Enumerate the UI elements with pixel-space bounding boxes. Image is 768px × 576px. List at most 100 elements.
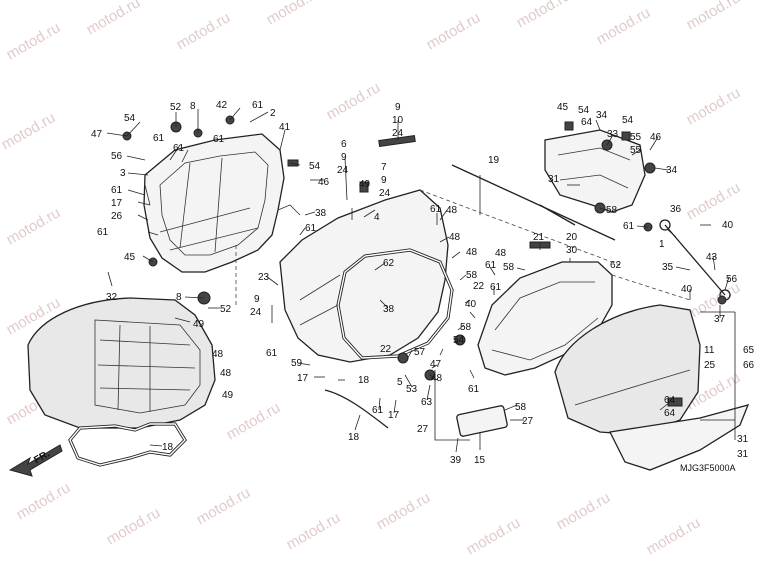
callout-36: 36 [670, 204, 682, 215]
watermark-text: motod.ru [594, 4, 654, 48]
callout-9: 9 [341, 152, 347, 163]
callout-63: 61 [623, 221, 635, 232]
callout-6: 6 [341, 139, 347, 150]
callout-61: 61 [266, 348, 278, 359]
parts-layer [8, 115, 750, 477]
watermark-text: motod.ru [194, 484, 254, 528]
callout-47: 47 [91, 129, 103, 140]
callout-45: 46 [650, 132, 662, 143]
callout-55: 56 [111, 151, 123, 162]
callout-46: 46 [318, 177, 330, 188]
callout-16: 20 [566, 232, 578, 243]
callout-58: 58 [466, 270, 478, 281]
callout-48: 48 [431, 373, 443, 384]
callout-5: 5 [397, 377, 403, 388]
callout-67: 64 [664, 408, 676, 419]
watermark-text: motod.ru [374, 489, 434, 533]
callout-12: 15 [474, 455, 486, 466]
callout-54: 54 [578, 105, 590, 116]
callout-14: 18 [162, 442, 174, 453]
callout-4: 4 [374, 212, 380, 223]
callout-56: 58 [606, 205, 618, 216]
watermark-text: motod.ru [284, 509, 344, 553]
callout-61: 61 [111, 185, 123, 196]
watermark-text: motod.ru [464, 514, 524, 558]
callout-64: 62 [383, 258, 395, 269]
watermark-text: motod.ru [684, 179, 744, 223]
callout-61: 61 [173, 143, 185, 154]
callout-45: 45 [557, 102, 569, 113]
watermark-text: motod.ru [4, 204, 64, 248]
callout-69: 66 [743, 360, 755, 371]
callout-38: 38 [383, 304, 395, 315]
callout-51: 53 [406, 384, 418, 395]
callout-24: 24 [379, 188, 391, 199]
callout-40: 40 [681, 284, 693, 295]
callout-61: 61 [430, 204, 442, 215]
callout-54: 54 [622, 115, 634, 126]
rod [451, 164, 616, 241]
callout-8: 8 [190, 101, 196, 112]
watermark-text: motod.ru [324, 79, 384, 123]
callout-23: 23 [258, 272, 270, 283]
leader-lines [106, 107, 736, 453]
callout-65: 63 [421, 397, 433, 408]
callout-27: 27 [417, 424, 429, 435]
callout-37: 37 [714, 314, 726, 325]
callout-21: 21 [533, 232, 545, 243]
watermark-text: motod.ru [224, 399, 284, 443]
callout-41: 41 [279, 122, 291, 133]
callout-58: 58 [503, 262, 515, 273]
callout-30: 31 [737, 434, 749, 445]
callout-7: 7 [381, 162, 387, 173]
watermark-text: motod.ru [264, 0, 324, 28]
callout-57: 58 [515, 402, 527, 413]
callout-64: 61 [305, 223, 317, 234]
callout-9: 9 [395, 102, 401, 113]
callout-61: 61 [485, 260, 497, 271]
callout-17: 17 [297, 373, 309, 384]
callout-11: 11 [704, 345, 715, 356]
callout-22: 22 [380, 344, 392, 355]
watermark-text: motod.ru [514, 0, 574, 31]
callout-18: 18 [348, 432, 360, 443]
right-inner-panel [477, 261, 613, 376]
callout-59: 59 [291, 358, 303, 369]
callout-54: 56 [726, 274, 738, 285]
callout-62: 61 [372, 405, 384, 416]
callout-25: 25 [704, 360, 716, 371]
callout-40: 40 [465, 299, 477, 310]
watermark-text: motod.ru [4, 19, 64, 63]
callout-48: 48 [446, 205, 458, 216]
callout-54: 55 [630, 145, 642, 156]
callout-33: 33 [607, 129, 619, 140]
lid-badge [667, 397, 683, 407]
callout-26: 26 [111, 211, 123, 222]
trim-strip [378, 134, 416, 148]
watermark-text: motod.ru [84, 0, 144, 38]
callout-28: 30 [566, 245, 578, 256]
assembly-lines [235, 189, 691, 305]
bracket-27 [434, 370, 470, 441]
watermark-text: motod.ru [424, 9, 484, 53]
upper-bracket [544, 129, 646, 213]
callout-48: 48 [220, 368, 232, 379]
callout-54: 55 [630, 132, 642, 143]
callout-8: 8 [176, 292, 182, 303]
callout-1: 1 [659, 239, 665, 250]
callout-61: 61 [153, 133, 165, 144]
front-direction-arrow [8, 444, 63, 477]
callout-58: 58 [460, 322, 472, 333]
callout-24: 24 [337, 165, 349, 176]
callout-32: 32 [106, 292, 118, 303]
callout-61: 61 [97, 227, 109, 238]
hinge [456, 405, 508, 437]
callout-68: 65 [743, 345, 755, 356]
callout-50: 52 [170, 102, 182, 113]
right-outer-lid [554, 304, 701, 436]
callout-38: 38 [315, 208, 327, 219]
bracket-68-69 [700, 311, 736, 421]
callout-44: 45 [124, 252, 136, 263]
callout-39: 39 [450, 455, 462, 466]
right-lid-trim [609, 404, 750, 471]
